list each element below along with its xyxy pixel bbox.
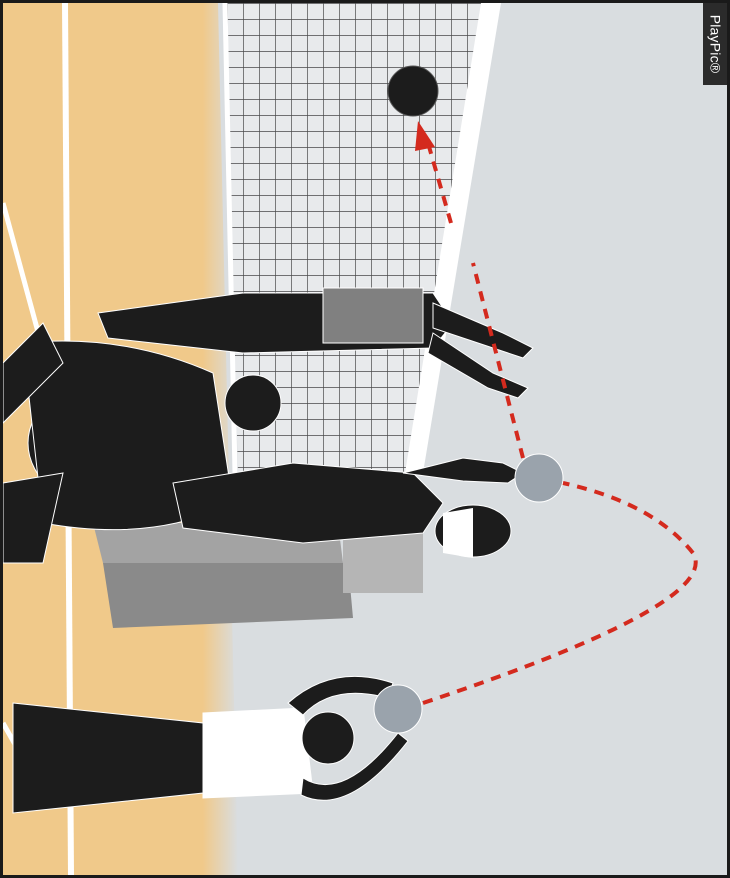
volleyball-illustration: [3, 3, 727, 875]
brand-badge: PlayPic®: [703, 3, 727, 85]
volleyball-icon: [374, 685, 422, 733]
volleyball-icon: [515, 454, 563, 502]
brand-label: PlayPic®: [707, 15, 723, 74]
volleyball-icon: [388, 66, 438, 116]
